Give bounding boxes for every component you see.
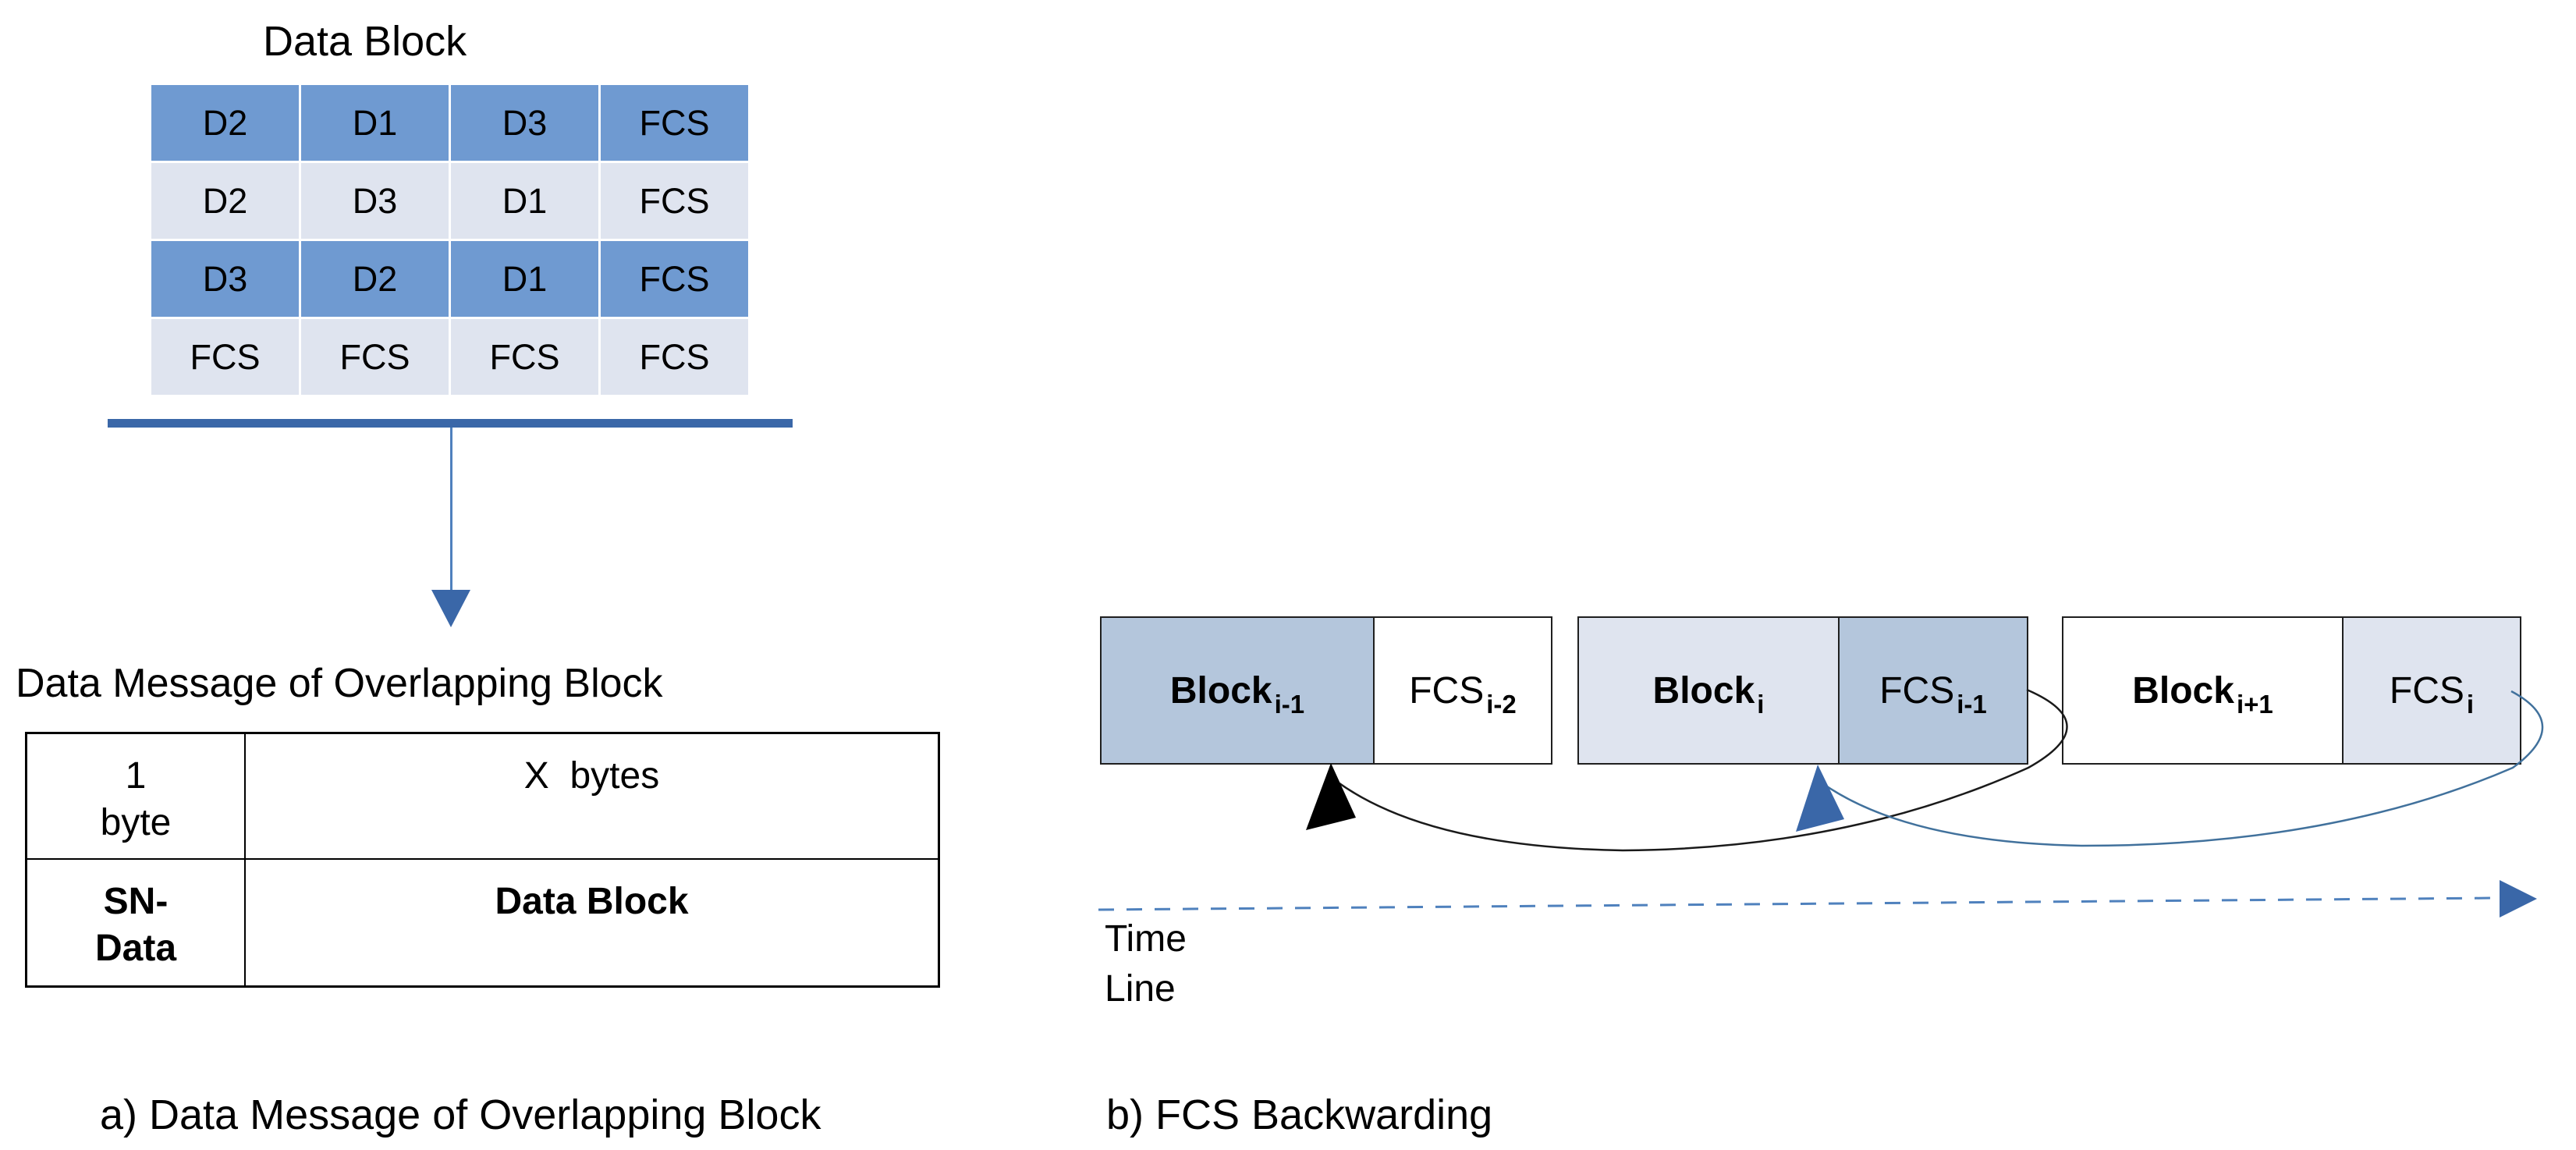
block-label: Block xyxy=(1169,669,1272,712)
table-cell: FCS xyxy=(451,319,598,395)
timeline-label-line2: Line xyxy=(1105,968,1176,1010)
table-cell: D2 xyxy=(301,241,449,317)
table-cell: FCS xyxy=(601,163,748,239)
block-label: Block xyxy=(1652,669,1755,712)
table-cell: D3 xyxy=(451,85,598,161)
fcs-label: FCS xyxy=(1409,669,1485,712)
caption-a: a) Data Message of Overlapping Block xyxy=(100,1091,821,1138)
data-block-title: Data Block xyxy=(263,18,467,65)
sn-line1: SN- xyxy=(103,881,169,922)
fcs-subscript: i-2 xyxy=(1486,690,1517,719)
table-cell: D2 xyxy=(151,85,299,161)
block-subscript: i+1 xyxy=(2236,690,2273,719)
message-table: 1 byte X bytes SN- Data Data Block xyxy=(25,732,940,988)
backward-arrowhead-blue-icon xyxy=(1796,765,1844,832)
size-cell: 1 byte xyxy=(27,734,246,860)
caption-b: b) FCS Backwarding xyxy=(1106,1091,1493,1138)
size-line2: byte xyxy=(100,802,172,843)
timeline-label-line1: Time xyxy=(1105,918,1187,960)
fcs-subscript: i xyxy=(2466,690,2475,719)
timeline-label: Time Line xyxy=(1105,914,1187,1014)
table-cell: FCS xyxy=(301,319,449,395)
table-cell: FCS xyxy=(601,319,748,395)
backward-arrowhead-black-icon xyxy=(1306,763,1356,830)
payload-text: Data Block xyxy=(495,881,689,922)
table-cell: D2 xyxy=(151,163,299,239)
block-subscript: i xyxy=(1757,690,1765,719)
table-cell: D3 xyxy=(151,241,299,317)
data-block-table: D2 D1 D3 FCS D2 D3 D1 FCS D3 D2 D1 FCS F… xyxy=(151,85,748,395)
table-cell: FCS xyxy=(151,319,299,395)
table-cell: D1 xyxy=(301,85,449,161)
timeline-arrowhead-icon xyxy=(2500,880,2537,918)
timeline-dashed-line xyxy=(1098,896,2496,911)
table-cell: D3 xyxy=(301,163,449,239)
underline-bar xyxy=(108,419,793,428)
size-line1: 1 xyxy=(125,755,147,797)
table-cell: FCS xyxy=(601,241,748,317)
fcs-label: FCS xyxy=(2389,669,2464,712)
payload-cell: Data Block xyxy=(246,860,938,985)
sn-data-cell: SN- Data xyxy=(27,860,246,985)
table-cell: D1 xyxy=(451,163,598,239)
sn-line2: Data xyxy=(94,928,177,969)
length-cell: X bytes xyxy=(246,734,938,860)
length-text: X bytes xyxy=(523,755,660,797)
block-label: Block xyxy=(2132,669,2234,712)
fcs-subscript: i-1 xyxy=(1957,690,1987,719)
block-subscript: i-1 xyxy=(1274,690,1305,719)
down-arrow-icon xyxy=(431,590,470,627)
down-arrow-stem xyxy=(450,428,452,591)
fcs-label: FCS xyxy=(1879,669,1955,712)
message-label: Data Message of Overlapping Block xyxy=(16,661,663,706)
table-cell: FCS xyxy=(601,85,748,161)
table-cell: D1 xyxy=(451,241,598,317)
